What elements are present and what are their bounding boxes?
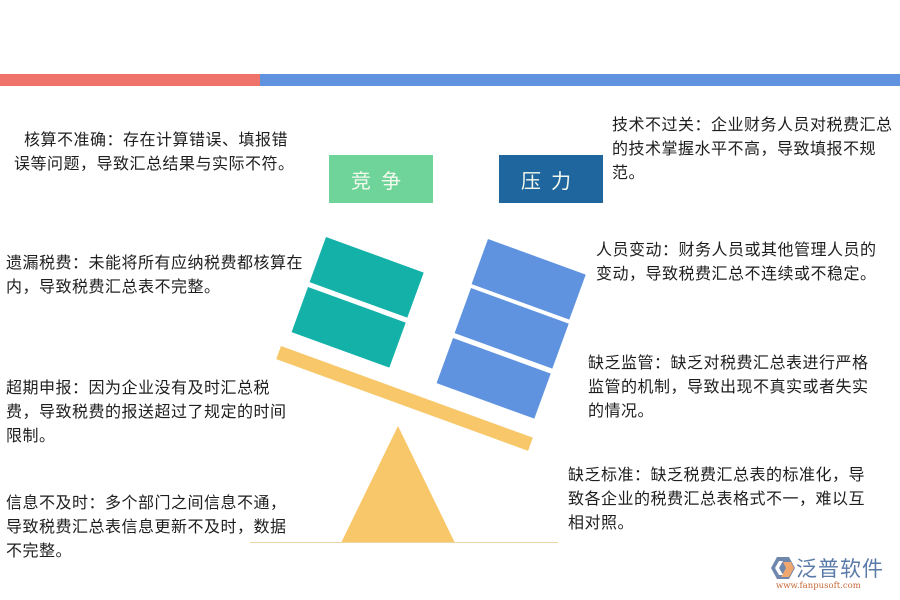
right-item-lack-standards: 缺乏标准：缺乏税费汇总表的标准化，导致各企业的税费汇总表格式不一，难以互相对照。 [568,465,866,532]
competition-label: 竞争 [329,155,433,203]
ground-line [250,542,558,543]
left-item-untimely-info: 信息不及时：多个部门之间信息不通，导致税费汇总表信息更新不及时，数据不完整。 [6,493,287,560]
right-item-insufficient-skills: 技术不过关：企业财务人员对税费汇总的技术掌握水平不高，导致填报不规范。 [612,115,893,182]
right-item-lack-supervision: 缺乏监管：缺乏对税费汇总表进行严格监管的机制，导致出现不真实或者失实的情况。 [588,353,869,420]
balance-fulcrum [341,426,455,543]
left-item-inaccurate-accounting: 核算不准确：存在计算错误、填报错误等问题，导致汇总结果与实际不符。 [14,130,295,173]
left-item-missing-taxes: 遗漏税费：未能将所有应纳税费都核算在内，导致税费汇总表不完整。 [6,253,304,296]
logo-name: 泛普软件 [796,557,884,581]
logo-url: www.fanpusoft.com [776,581,861,591]
pressure-label: 压力 [499,155,603,203]
pressure-label-text: 压力 [521,168,581,193]
left-item-overdue-filing: 超期申报：因为企业没有及时汇总税费，导致税费的报送超过了规定的时间限制。 [6,378,287,445]
header-stripe-blue [260,74,900,86]
header-stripe-red [0,74,260,86]
brand-logo: 泛普软件 www.fanpusoft.com [770,553,884,591]
fanpu-logo-icon [771,557,795,579]
right-item-staff-changes: 人员变动：财务人员或其他管理人员的变动，导致税费汇总不连续或不稳定。 [596,240,877,283]
competition-label-text: 竞争 [351,168,411,193]
